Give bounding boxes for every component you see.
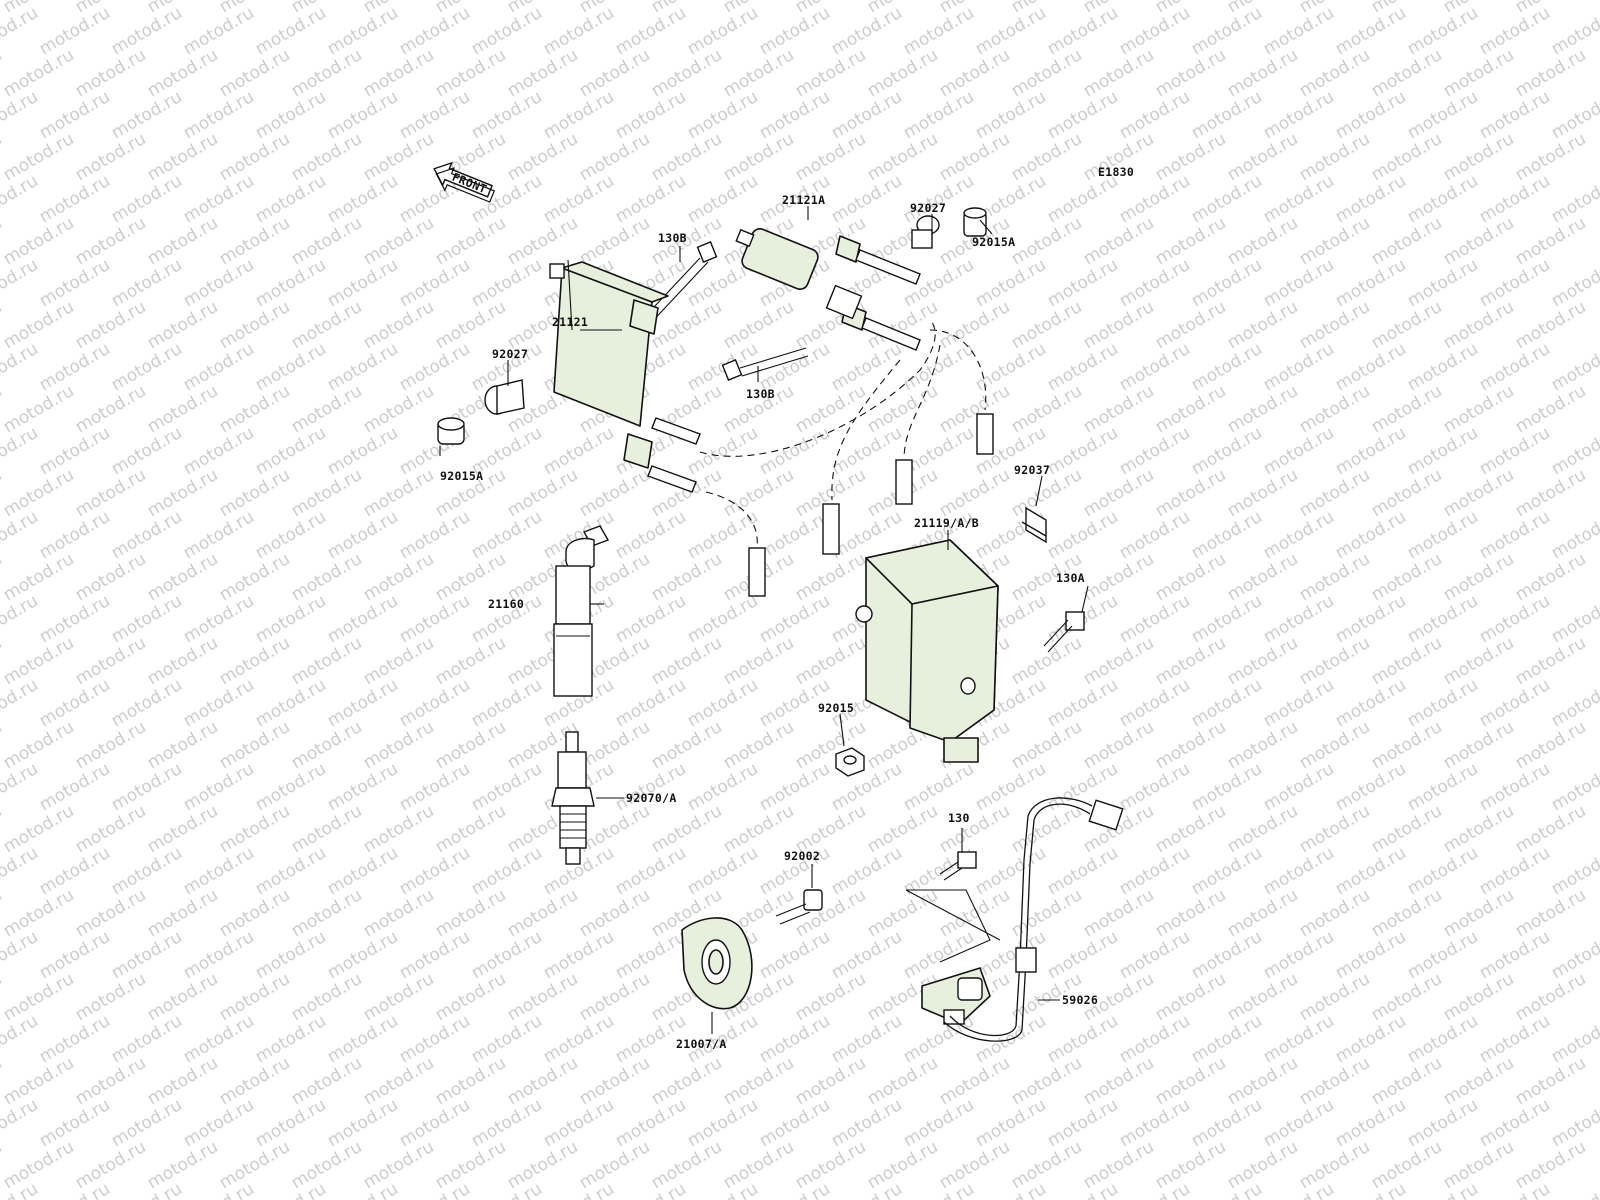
diagram-code: E1830 xyxy=(1098,165,1134,179)
label-grommet-left: 92015A xyxy=(440,469,483,483)
label-cap: 21160 xyxy=(488,597,524,611)
pickup-coil-59026 xyxy=(921,797,1124,1042)
bolt-130b-top xyxy=(639,241,718,327)
label-igniter: 21119/A/B xyxy=(914,516,979,530)
connector-4 xyxy=(748,547,766,597)
collar-92027-left xyxy=(484,379,525,415)
bolt-130 xyxy=(939,851,977,881)
label-coil: 21121 xyxy=(552,315,588,329)
label-bolt-b-top: 130B xyxy=(658,231,687,245)
connector-1 xyxy=(976,413,994,455)
harness-line-upper xyxy=(699,319,936,457)
clamp-92037 xyxy=(1021,506,1047,544)
label-grommet-top: 92015A xyxy=(972,235,1015,249)
label-pickup: 59026 xyxy=(1062,993,1098,1007)
plug-cap-21160 xyxy=(553,525,610,697)
harness-line-3 xyxy=(831,359,901,501)
ignition-coil-upper xyxy=(735,228,921,351)
leader-lines xyxy=(439,206,1089,1034)
label-bolt: 130 xyxy=(948,811,970,825)
ignition-coil-lower xyxy=(549,261,701,493)
label-collar-top: 92027 xyxy=(910,201,946,215)
spark-plug-92070 xyxy=(551,731,595,865)
label-bolt-b-mid: 130B xyxy=(746,387,775,401)
nut-92015 xyxy=(835,747,865,777)
label-clamp: 92037 xyxy=(1014,463,1050,477)
harness-line-1 xyxy=(929,329,987,411)
rotor-21007 xyxy=(681,917,753,1010)
label-bolt-a: 130A xyxy=(1056,571,1085,585)
grommet-92015a-top xyxy=(963,207,987,237)
bolt-130-leader-b xyxy=(905,889,1001,941)
label-nut: 92015 xyxy=(818,701,854,715)
front-arrow-icon: FRONT xyxy=(433,161,496,203)
bolt-130-leader-a xyxy=(906,889,991,963)
label-collar-left: 92027 xyxy=(492,347,528,361)
front-label: FRONT xyxy=(450,170,489,197)
connector-2 xyxy=(895,459,913,505)
label-rotor: 21007/A xyxy=(676,1037,727,1051)
label-coil-a: 21121A xyxy=(782,193,825,207)
harness-line-2 xyxy=(903,344,941,459)
label-spark-plug: 92070/A xyxy=(626,791,677,805)
igniter-21119 xyxy=(855,539,999,763)
bolt-130b-mid xyxy=(721,347,809,381)
connector-3 xyxy=(822,503,840,555)
collar-92027-top xyxy=(911,215,940,249)
grommet-92015a-left xyxy=(437,417,465,445)
bolt-130a xyxy=(1043,611,1085,653)
harness-line-4 xyxy=(705,491,758,549)
label-bolt-rotor: 92002 xyxy=(784,849,820,863)
bolt-92002 xyxy=(775,889,823,925)
